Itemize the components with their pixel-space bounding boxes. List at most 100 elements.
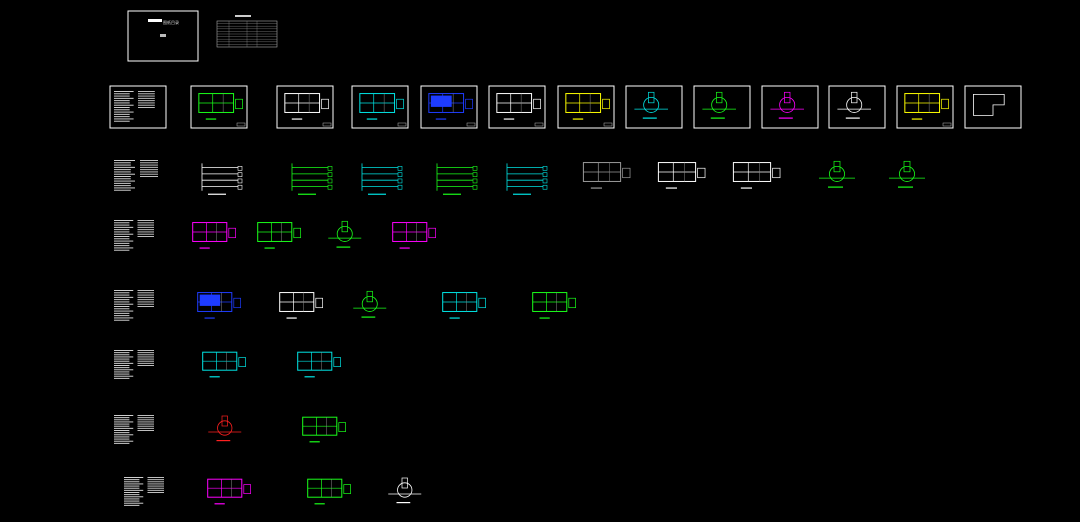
drawing-sheet[interactable] bbox=[114, 220, 154, 251]
note-line bbox=[114, 180, 135, 182]
drawing-index-table[interactable] bbox=[216, 15, 278, 48]
drawing-sheet[interactable] bbox=[761, 85, 819, 129]
sheet-frame bbox=[896, 85, 954, 129]
note-line bbox=[114, 233, 134, 235]
drawing-sheet[interactable] bbox=[506, 163, 548, 195]
plan-caption bbox=[264, 247, 275, 249]
drawing-sheet[interactable] bbox=[114, 415, 154, 444]
drawing-sheet[interactable] bbox=[192, 222, 236, 249]
plan-annex bbox=[396, 98, 404, 110]
plan-caption bbox=[665, 187, 677, 189]
note-line bbox=[114, 377, 130, 379]
panel-box bbox=[472, 184, 478, 190]
drawing-sheet[interactable] bbox=[442, 292, 486, 319]
note-line bbox=[114, 118, 134, 120]
drawing-sheet[interactable] bbox=[202, 351, 246, 378]
drawing-sheet[interactable] bbox=[732, 162, 781, 189]
drawing-sheet[interactable] bbox=[625, 85, 683, 129]
drawing-sheet[interactable] bbox=[557, 85, 615, 129]
note-line bbox=[114, 109, 130, 111]
note-line bbox=[114, 375, 134, 377]
note-line bbox=[114, 306, 130, 307]
note-line bbox=[114, 120, 130, 122]
note-line bbox=[114, 319, 130, 321]
drawing-sheet[interactable] bbox=[114, 350, 154, 379]
drawing-sheet[interactable] bbox=[532, 292, 576, 319]
drawing-sheet[interactable] bbox=[124, 477, 164, 506]
note-line bbox=[114, 245, 130, 247]
plan-caption bbox=[435, 118, 447, 120]
note-line bbox=[114, 187, 135, 189]
plan-caption bbox=[314, 503, 325, 505]
drawing-sheet[interactable] bbox=[488, 85, 546, 129]
drawing-sheet[interactable] bbox=[889, 160, 925, 188]
drawing-sheet[interactable] bbox=[819, 160, 855, 188]
detail-box bbox=[221, 415, 228, 427]
drawing-sheet[interactable] bbox=[109, 85, 167, 129]
note-line bbox=[137, 423, 154, 425]
note-line bbox=[114, 294, 130, 296]
plan-fill bbox=[430, 95, 452, 107]
drawing-sheet[interactable] bbox=[114, 290, 154, 321]
drawing-sheet[interactable] bbox=[657, 162, 706, 189]
note-line bbox=[137, 360, 154, 362]
drawing-sheet[interactable] bbox=[207, 478, 251, 505]
note-line bbox=[137, 425, 154, 427]
note-line bbox=[124, 494, 140, 496]
drawing-sheet[interactable] bbox=[896, 85, 954, 129]
panel-box bbox=[397, 184, 403, 190]
note-line bbox=[114, 182, 131, 184]
note-line bbox=[114, 436, 130, 438]
drawing-sheet[interactable] bbox=[279, 292, 323, 319]
drawing-sheet[interactable] bbox=[201, 163, 243, 195]
note-line bbox=[138, 102, 155, 104]
drawing-sheet[interactable] bbox=[582, 162, 631, 189]
drawing-sheet[interactable] bbox=[297, 351, 341, 378]
note-line bbox=[114, 315, 130, 317]
drawing-sheet[interactable] bbox=[693, 85, 751, 129]
note-line bbox=[137, 421, 154, 423]
note-line bbox=[114, 425, 130, 427]
drawing-sheet[interactable] bbox=[436, 163, 478, 195]
detail-circle bbox=[361, 295, 378, 312]
title-block bbox=[603, 122, 613, 127]
note-line bbox=[114, 173, 135, 175]
plan-annex bbox=[235, 98, 243, 110]
drawing-sheet[interactable] bbox=[114, 160, 158, 191]
drawing-sheet[interactable] bbox=[361, 163, 403, 195]
drawing-sheet[interactable] bbox=[302, 416, 346, 443]
note-line bbox=[137, 350, 154, 351]
drawing-sheet[interactable] bbox=[388, 477, 422, 504]
drawing-sheet[interactable] bbox=[276, 85, 334, 129]
note-line bbox=[124, 483, 144, 485]
sheet-frame bbox=[488, 85, 546, 129]
note-line bbox=[114, 189, 131, 191]
drawing-sheet[interactable] bbox=[197, 292, 241, 319]
drawing-sheet[interactable] bbox=[353, 290, 387, 318]
plan-annex bbox=[321, 98, 329, 110]
drawing-sheet[interactable] bbox=[328, 220, 362, 248]
plan-annex bbox=[772, 167, 781, 179]
drawing-sheet[interactable] bbox=[257, 222, 301, 249]
note-line bbox=[114, 434, 134, 436]
plan-caption bbox=[309, 441, 320, 443]
drawing-sheet[interactable] bbox=[351, 85, 409, 129]
plan-annex bbox=[233, 297, 241, 309]
drawing-sheet[interactable] bbox=[828, 85, 886, 129]
note-line bbox=[114, 421, 134, 423]
note-line bbox=[138, 107, 155, 108]
note-line bbox=[114, 442, 130, 444]
panel-box bbox=[472, 166, 478, 171]
drawing-sheet[interactable] bbox=[307, 478, 351, 505]
detail-circle bbox=[643, 96, 660, 113]
note-line bbox=[137, 358, 154, 360]
drawing-sheet[interactable] bbox=[208, 415, 242, 442]
drawing-sheet[interactable] bbox=[420, 85, 478, 129]
drawing-sheet[interactable] bbox=[190, 85, 248, 129]
drawing-sheet[interactable] bbox=[291, 163, 333, 195]
drawing-sheet[interactable] bbox=[392, 222, 436, 249]
schematic-caption bbox=[443, 193, 461, 195]
cover-sheet[interactable]: 图纸目录 bbox=[127, 10, 199, 62]
drawing-sheet[interactable] bbox=[964, 85, 1022, 129]
